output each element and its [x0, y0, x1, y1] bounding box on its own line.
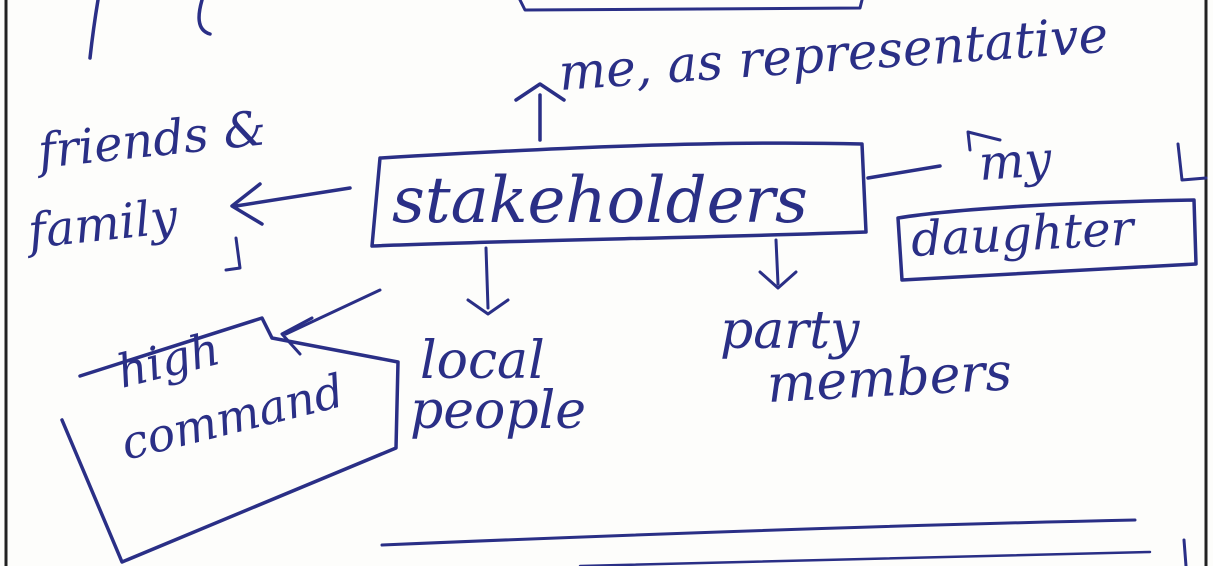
- local-people-line1: local: [420, 331, 545, 391]
- daughter-line2: daughter: [910, 200, 1138, 268]
- arrow-to-party-members: [774, 238, 780, 286]
- friends-family-line1: friends &: [32, 100, 268, 180]
- top-box-fragment: [518, 0, 864, 12]
- daughter-line1: my: [977, 131, 1054, 192]
- friends-family-line2: family: [22, 188, 181, 260]
- arrow-head-local-people: [466, 298, 510, 316]
- bottom-right-mark: [1182, 538, 1188, 568]
- stakeholders-label: stakeholders: [392, 164, 808, 238]
- daughter-top-mark: [966, 130, 1002, 152]
- bottom-rule-2: [578, 550, 1152, 568]
- arrow-to-high-command: [284, 288, 382, 336]
- arrow-head-left: [230, 182, 264, 226]
- arrow-to-daughter: [866, 164, 942, 180]
- arrow-to-local-people: [484, 246, 490, 310]
- daughter-right-bracket: [1176, 142, 1208, 182]
- friends-bracket: [224, 236, 242, 272]
- bottom-rule-1: [380, 518, 1137, 547]
- top-left-scribble: [88, 0, 212, 60]
- local-people-line2: people: [410, 381, 586, 441]
- party-members-line1: party: [720, 301, 860, 361]
- high-command-line1: high: [112, 321, 225, 398]
- arrow-head-party-members: [758, 270, 798, 290]
- daughter-box: [896, 198, 1198, 282]
- high-command-box: [60, 316, 400, 564]
- arrow-head-high-command: [280, 316, 314, 356]
- stakeholders-box: [370, 141, 868, 248]
- representative-label: me, as representative: [557, 6, 1110, 102]
- party-members-line2: members: [766, 342, 1014, 415]
- arrow-to-friends-family: [234, 186, 352, 208]
- arrow-head-up: [514, 82, 566, 102]
